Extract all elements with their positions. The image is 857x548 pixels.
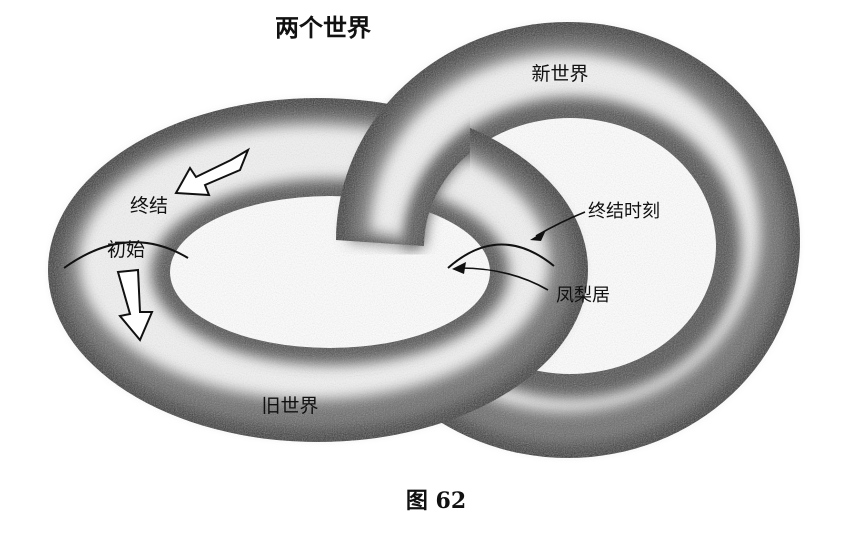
fengliju-label: 凤梨居 [556, 285, 610, 306]
new-world-label: 新世界 [531, 63, 588, 85]
end-label: 终结 [130, 195, 168, 217]
new-world-ring-overlap [336, 90, 470, 248]
figure-caption: 图 62 [406, 488, 466, 514]
beginning-label: 初始 [107, 239, 145, 261]
diagram-title: 两个世界 [275, 13, 371, 42]
ending-moment-label: 终结时刻 [588, 201, 660, 222]
arrow-from-beginning-icon [116, 268, 154, 342]
ending-moment-arc [447, 243, 555, 269]
arrow-toward-end-icon [174, 147, 251, 197]
pointer-arrowhead-fengliju-icon [452, 262, 466, 274]
pointer-arrowhead-ending-moment-icon [530, 230, 546, 241]
end-begin-boundary-arc [63, 241, 189, 269]
pointer-line-ending-moment [535, 211, 586, 237]
old-world-label: 旧世界 [261, 395, 318, 417]
pointer-line-fengliju [459, 267, 549, 291]
